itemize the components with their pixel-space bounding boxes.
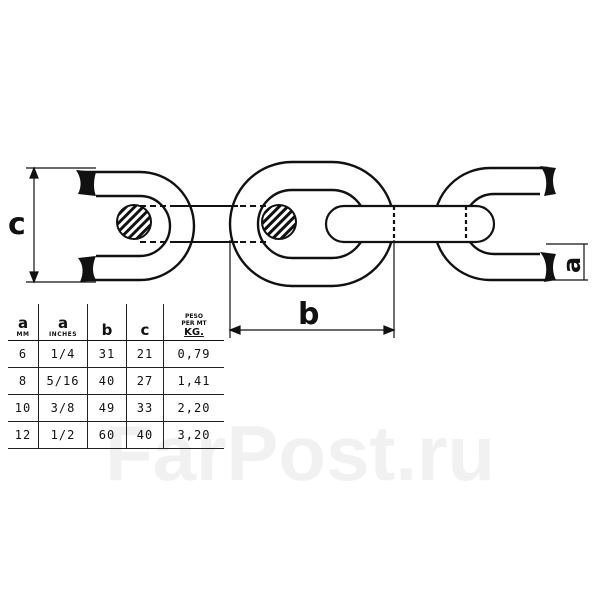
header-c-label: c [140, 321, 150, 339]
cell-b: 40 [87, 367, 127, 395]
cell-b: 49 [87, 394, 127, 422]
left-link-break-marks [76, 170, 96, 282]
cell-a-inches: 3/8 [38, 394, 88, 422]
cell-a-inches: 1/2 [38, 421, 88, 449]
cell-b: 60 [87, 421, 127, 449]
cell-weight: 2,20 [163, 394, 224, 422]
cell-c: 33 [126, 394, 164, 422]
cell-weight: 3,20 [163, 421, 224, 449]
dimension-a [546, 243, 588, 281]
header-peso-line1: PESO [185, 313, 203, 320]
table-row: 8 5/16 40 27 1,41 [8, 367, 224, 395]
cell-a-mm: 12 [8, 421, 39, 449]
dimension-b-label: b [298, 297, 319, 332]
cell-a-mm: 6 [8, 340, 39, 368]
wire-cross-section-middle [261, 204, 297, 240]
header-a-inches: a INCHES [38, 304, 88, 341]
left-connecting-link [140, 205, 266, 243]
header-c: c [126, 304, 164, 341]
header-peso: PESO PER MT KG. [163, 304, 224, 341]
header-a-inches-unit: INCHES [48, 331, 78, 338]
header-peso-unit: KG. [184, 327, 204, 338]
cell-weight: 0,79 [163, 340, 224, 368]
header-a-inches-label: a [57, 314, 69, 332]
header-b-label: b [101, 321, 113, 339]
dimension-a-label: a [558, 257, 586, 273]
header-a-mm-unit: MM [16, 331, 30, 338]
dimension-c [26, 166, 96, 284]
header-a-mm: a MM [8, 304, 39, 341]
cell-c: 21 [126, 340, 164, 368]
table-row: 10 3/8 49 33 2,20 [8, 394, 224, 422]
dimension-c-label: c [8, 207, 26, 242]
table-row: 6 1/4 31 21 0,79 [8, 340, 224, 368]
table-row: 12 1/2 60 40 3,20 [8, 421, 224, 449]
left-cut-link [82, 170, 196, 282]
cell-weight: 1,41 [163, 367, 224, 395]
cell-c: 27 [126, 367, 164, 395]
cell-b: 31 [87, 340, 127, 368]
chain-spec-table: a MM a INCHES b c PESO PER MT KG. 6 1/4 [8, 304, 224, 449]
cell-c: 40 [126, 421, 164, 449]
table-header-row: a MM a INCHES b c PESO PER MT KG. [8, 304, 224, 341]
right-link-break-marks [540, 166, 556, 282]
header-peso-line2: PER MT [181, 320, 207, 327]
cell-a-inches: 5/16 [38, 367, 88, 395]
right-connecting-link [324, 204, 496, 244]
cell-a-mm: 8 [8, 367, 39, 395]
header-a-mm-label: a [17, 314, 29, 332]
cell-a-mm: 10 [8, 394, 39, 422]
header-b: b [87, 304, 127, 341]
dimension-b [228, 240, 396, 338]
cell-a-inches: 1/4 [38, 340, 88, 368]
wire-cross-section-left [116, 204, 152, 240]
